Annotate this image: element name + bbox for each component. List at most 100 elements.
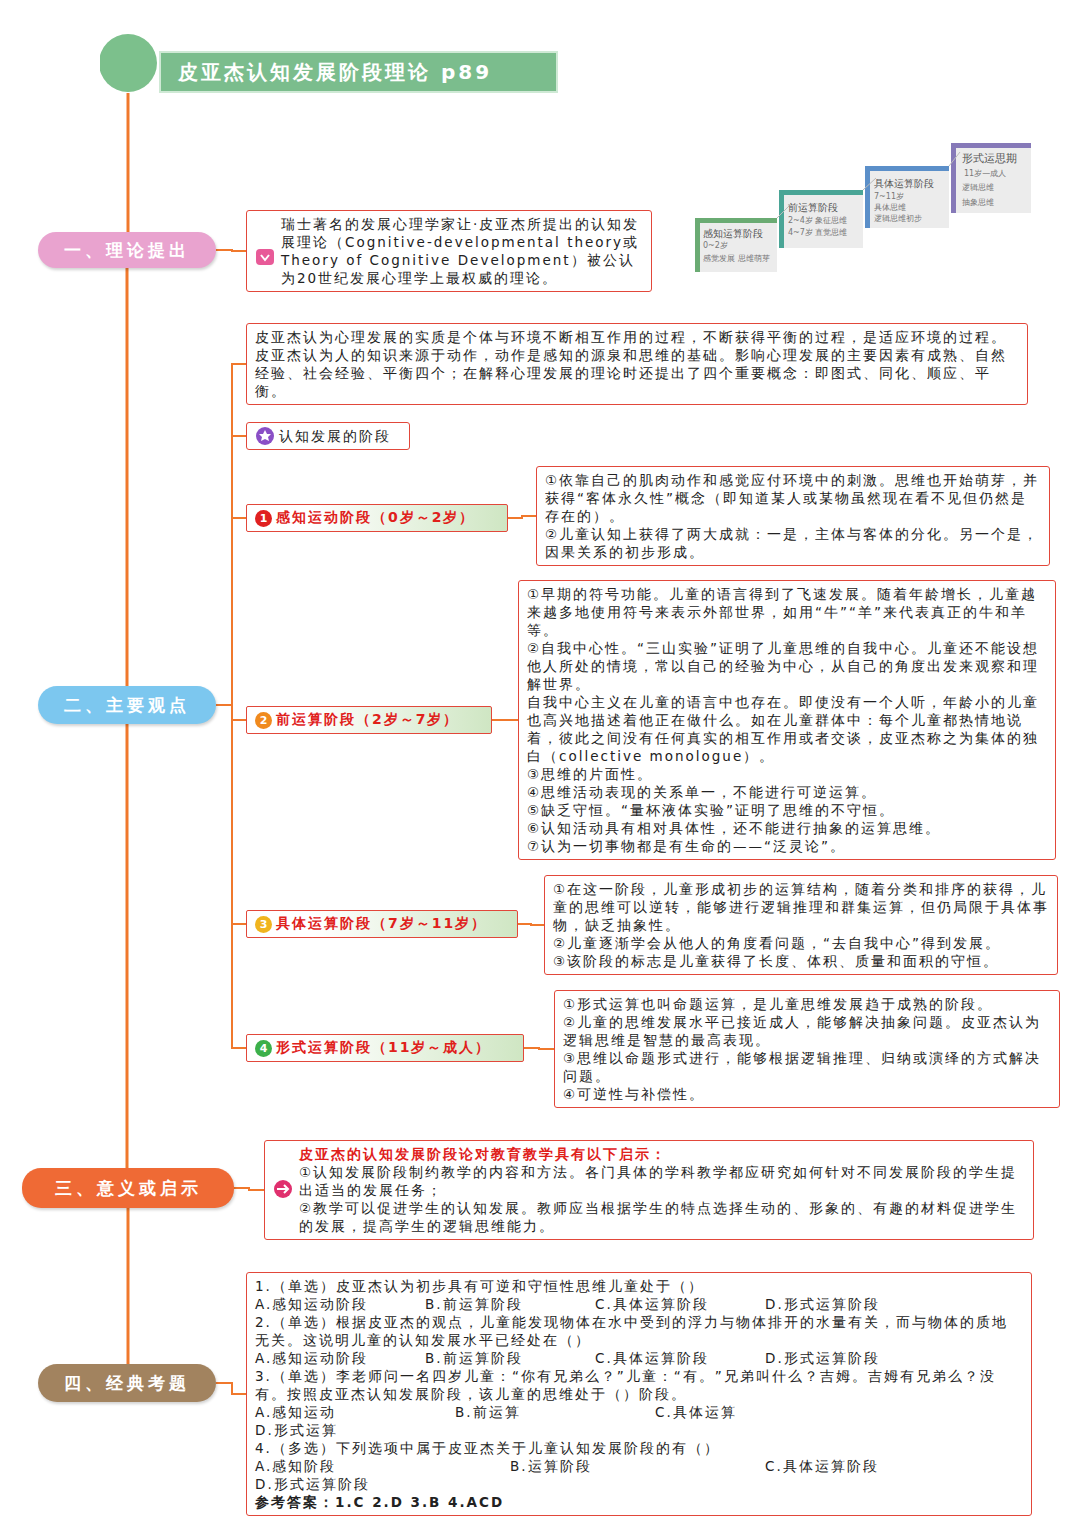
body-text: A.感知阶段 bbox=[255, 1457, 510, 1475]
section-pill: 一、理论提出 bbox=[38, 232, 216, 268]
callout-number: 4 bbox=[255, 1040, 272, 1057]
body-text: 4.（多选）下列选项中属于皮亚杰关于儿童认知发展阶段的有（） bbox=[255, 1439, 1023, 1457]
stair-label: 具体思维 bbox=[874, 204, 906, 213]
text-box: 皮亚杰认为心理发展的实质是个体与环境不断相互作用的过程，不断获得平衡的过程，是适… bbox=[246, 323, 1028, 405]
body-text: ⑥认知活动具有相对具体性，还不能进行抽象的运算思维。 bbox=[527, 819, 1047, 837]
step-card bbox=[951, 143, 1031, 213]
step-bar bbox=[951, 143, 956, 213]
body-text: 2.（单选）根据皮亚杰的观点，儿童能发现物体在水中受到的浮力与物体排开的水量有关… bbox=[255, 1313, 1023, 1349]
body-text: C.具体运算阶段 bbox=[765, 1457, 1020, 1475]
branch-line bbox=[216, 1383, 246, 1394]
body-text: 瑞士著名的发展心理学家让·皮亚杰所提出的认知发展理论（Cognitive-dev… bbox=[281, 215, 643, 287]
body-text: 形式运算阶段（11岁～成人） bbox=[276, 1039, 491, 1057]
text-box: ①依靠自己的肌肉动作和感觉应付环境中的刺激。思维也开始萌芽，并获得“客体永久性”… bbox=[536, 466, 1050, 566]
branch-line bbox=[216, 364, 246, 705]
text-box: ①在这一阶段，儿童形成初步的运算结构，随着分类和排序的获得，儿童的思维可以逆转，… bbox=[544, 875, 1058, 975]
callout-number: 2 bbox=[255, 712, 272, 729]
step-bar bbox=[865, 166, 870, 228]
text-box: 皮亚杰的认知发展阶段论对教育教学具有以下启示：①认知发展阶段制约教学的内容和方法… bbox=[264, 1140, 1034, 1240]
trunk-line bbox=[126, 268, 129, 686]
body-text: ④思维活动表现的关系单一，不能进行可逆运算。 bbox=[527, 783, 1047, 801]
body-text: A.感知运动阶段 bbox=[255, 1295, 425, 1313]
step-bar bbox=[865, 166, 949, 171]
body-text: ②儿童的思维发展水平已接近成人，能够解决抽象问题。皮亚杰认为逻辑思维是智慧的最高… bbox=[563, 1013, 1051, 1049]
star-icon bbox=[256, 427, 274, 445]
stage-label: 4形式运算阶段（11岁～成人） bbox=[246, 1034, 524, 1062]
step-bar bbox=[779, 190, 784, 248]
stair-label: 逻辑思维 bbox=[962, 184, 994, 193]
text-box: 瑞士著名的发展心理学家让·皮亚杰所提出的认知发展理论（Cognitive-dev… bbox=[246, 210, 652, 292]
body-text: C.具体运算 bbox=[655, 1403, 855, 1421]
body-text: ②儿童认知上获得了两大成就：一是，主体与客体的分化。另一个是，因果关系的初步形成… bbox=[545, 525, 1041, 561]
stair-label: 7~11岁 bbox=[874, 193, 904, 202]
step-bar bbox=[695, 218, 777, 223]
stage-label: 2前运算阶段（2岁～7岁） bbox=[246, 706, 492, 734]
stair-label: 2~4岁 象征思维 bbox=[788, 217, 847, 226]
stair-label: 感觉发展 思维萌芽 bbox=[703, 255, 770, 264]
section-label: 四、经典考题 bbox=[64, 1372, 190, 1395]
section-pill: 四、经典考题 bbox=[38, 1364, 216, 1402]
stage-label: 3具体运算阶段（7岁～11岁） bbox=[246, 910, 518, 938]
section-label: 二、主要观点 bbox=[64, 694, 190, 717]
body-text: D.形式运算阶段 bbox=[765, 1349, 935, 1367]
callout-number: 3 bbox=[255, 916, 272, 933]
body-text: 感知运动阶段（0岁～2岁） bbox=[276, 509, 475, 527]
title-circle bbox=[100, 34, 157, 92]
body-text: 自我中心主义在儿童的语言中也存在。即使没有一个人听，年龄小的儿童也高兴地描述着他… bbox=[527, 693, 1047, 765]
star-icon bbox=[256, 427, 274, 445]
body-text: ⑤缺乏守恒。“量杯液体实验”证明了思维的不守恒。 bbox=[527, 801, 1047, 819]
stair-label: 抽象思维 bbox=[962, 199, 994, 208]
body-text: 参考答案：1.C 2.D 3.B 4.ACD bbox=[255, 1493, 1023, 1511]
body-text: ④可逆性与补偿性。 bbox=[563, 1085, 1051, 1103]
stage-label: 1感知运动阶段（0岁～2岁） bbox=[246, 504, 508, 532]
stair-label: 形式运思期 bbox=[962, 153, 1017, 165]
body-text: 3.（单选）李老师问一名四岁儿童：“你有兄弟么？”儿童：“有。”兄弟叫什么？吉姆… bbox=[255, 1367, 1023, 1403]
stair-label: 具体运算阶段 bbox=[874, 178, 934, 189]
title-text: 皮亚杰认知发展阶段理论 p89 bbox=[178, 52, 558, 92]
step-card bbox=[779, 190, 863, 248]
section-label: 一、理论提出 bbox=[64, 239, 190, 262]
trunk-line bbox=[127, 93, 130, 232]
body-text: B.前运算阶段 bbox=[425, 1295, 595, 1313]
stair-label: 4~7岁 直觉思维 bbox=[788, 229, 847, 238]
text-box: ①早期的符号功能。儿童的语言得到了飞速发展。随着年龄增长，儿童越来越多地使用符号… bbox=[518, 580, 1056, 860]
stair-label: 0~2岁 bbox=[703, 242, 728, 251]
step-bar bbox=[951, 143, 1031, 148]
body-text: B.前运算阶段 bbox=[425, 1349, 595, 1367]
branch-line bbox=[216, 518, 246, 705]
body-text: C.具体运算阶段 bbox=[595, 1349, 765, 1367]
step-bar bbox=[779, 190, 863, 195]
note-icon bbox=[256, 249, 274, 265]
branch-line bbox=[524, 1048, 554, 1049]
branch-line bbox=[508, 516, 536, 518]
body-text: D.形式运算阶段 bbox=[255, 1475, 510, 1493]
text-box: ①形式运算也叫命题运算，是儿童思维发展趋于成熟的阶段。②儿童的思维发展水平已接近… bbox=[554, 990, 1060, 1108]
body-text: 皮亚杰的认知发展阶段论对教育教学具有以下启示： bbox=[299, 1145, 1025, 1163]
stair-label: 前运算阶段 bbox=[788, 202, 838, 213]
branch-line bbox=[216, 705, 246, 1048]
stair-label: 逻辑思维初步 bbox=[874, 215, 922, 224]
note-icon bbox=[261, 255, 269, 260]
body-text: ③思维的片面性。 bbox=[527, 765, 1047, 783]
branch-line bbox=[216, 436, 246, 705]
step-card bbox=[865, 166, 949, 228]
body-text: B.前运算 bbox=[455, 1403, 655, 1421]
section-label: 三、意义或启示 bbox=[55, 1177, 202, 1200]
body-text: ②儿童逐渐学会从他人的角度看问题，“去自我中心”得到发展。 bbox=[553, 934, 1049, 952]
branch-line bbox=[518, 924, 544, 925]
stair-label: 感知运算阶段 bbox=[703, 228, 763, 239]
body-text: A.感知运动阶段 bbox=[255, 1349, 425, 1367]
body-text: D.形式运算阶段 bbox=[765, 1295, 935, 1313]
step-edge bbox=[777, 152, 960, 218]
body-text: 前运算阶段（2岁～7岁） bbox=[276, 711, 459, 729]
body-text: A.感知运动 bbox=[255, 1403, 455, 1421]
stairs-illustration bbox=[695, 143, 1031, 272]
body-text: D.形式运算 bbox=[255, 1421, 455, 1439]
trunk-line bbox=[127, 1208, 130, 1364]
branch-line bbox=[492, 719, 518, 721]
stair-label: 11岁—成人 bbox=[964, 170, 1006, 179]
body-text: 认知发展的阶段 bbox=[279, 427, 401, 445]
body-text: B.运算阶段 bbox=[510, 1457, 765, 1475]
body-text: 1.（单选）皮亚杰认为初步具有可逆和守恒性思维儿童处于（） bbox=[255, 1277, 1023, 1295]
title-banner: 皮亚杰认知发展阶段理论 p89 bbox=[100, 33, 558, 93]
